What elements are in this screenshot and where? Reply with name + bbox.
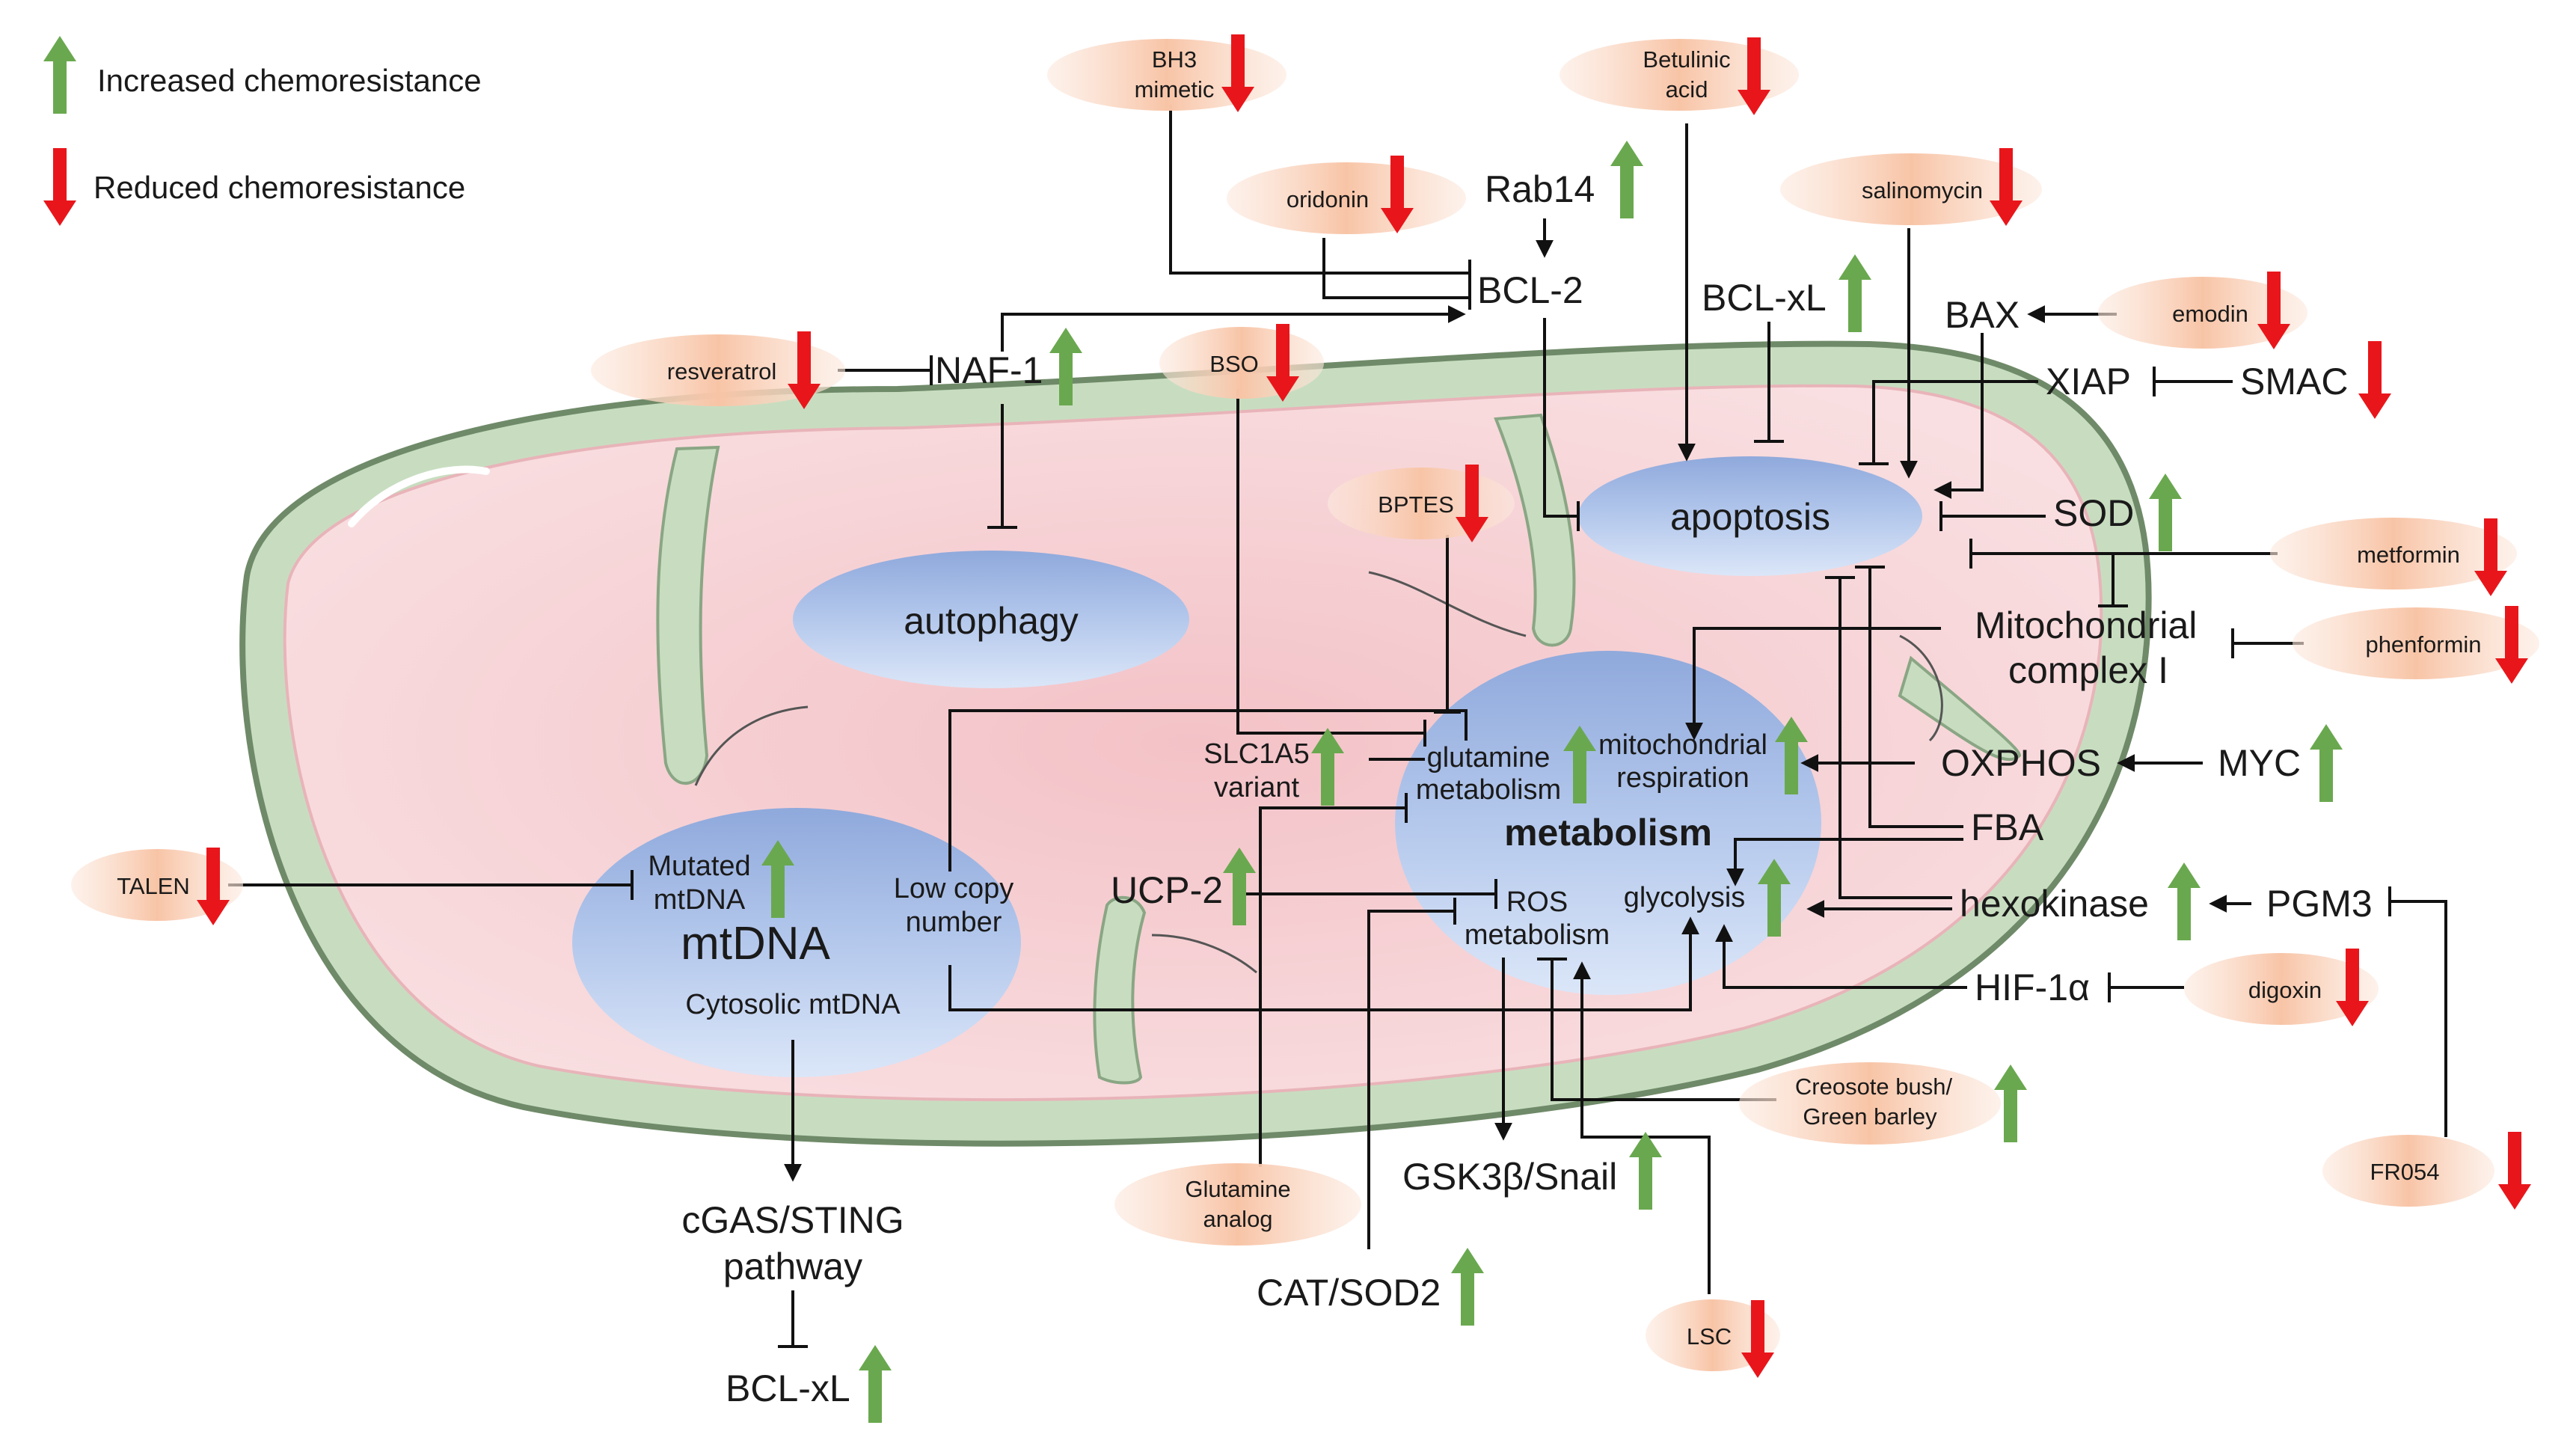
mito-respiration-label-2: respiration [1616, 762, 1749, 794]
fr054-label: FR054 [2370, 1159, 2439, 1185]
crista-1 [656, 445, 720, 785]
gsk3b-up-arrow [1629, 1132, 1662, 1210]
resveratrol-label: resveratrol [667, 358, 776, 385]
bh3-label-1: BH3 [1152, 46, 1197, 73]
mutated-mtdna-label-1: Mutated [648, 851, 750, 882]
crista-3 [1898, 655, 2022, 762]
crista-2 [1494, 413, 1576, 647]
bclxl-top-up-arrow [1839, 254, 1871, 332]
myc-label: MYC [2218, 742, 2301, 784]
metabolism-node [1395, 651, 1821, 995]
sod-up-arrow [2149, 474, 2182, 551]
legend-reduced-label: Reduced chemoresistance [93, 170, 465, 205]
complex1-label-1: Mitochondrial [1975, 604, 2197, 646]
crista-7 [694, 705, 809, 786]
hexokinase-label: hexokinase [1960, 883, 2149, 925]
crista-4 [1093, 895, 1147, 1085]
gsk3b-label: GSK3β/Snail [1402, 1156, 1617, 1198]
labels: Rab14 BCL-2 NAF-1 BCL-xL BAX XIAP SMAC S… [681, 141, 2391, 1423]
autophagy-node [793, 551, 1189, 688]
legend-down-arrow [43, 148, 76, 226]
mutated-mtdna-label-2: mtDNA [654, 884, 746, 916]
ros-label-1: ROS [1506, 886, 1568, 918]
bcl2-label: BCL-2 [1477, 269, 1583, 311]
apoptosis-label: apoptosis [1670, 496, 1830, 538]
crista-9 [1899, 634, 1943, 742]
xiap-label: XIAP [2046, 361, 2131, 402]
sod-label: SOD [2053, 492, 2134, 534]
phenformin-label: phenformin [2365, 631, 2481, 658]
bso-label: BSO [1209, 351, 1258, 377]
mtdna-node [572, 808, 1021, 1077]
talen-label: TALEN [117, 873, 190, 899]
lsc-label: LSC [1687, 1323, 1732, 1350]
crista-6 [1368, 571, 1527, 637]
rab14-up-arrow [1610, 141, 1643, 218]
smac-label: SMAC [2240, 361, 2348, 402]
glutamine-metabolism-label-2: metabolism [1416, 774, 1561, 806]
glycolysis-label: glycolysis [1624, 882, 1746, 913]
mtdna-label: mtDNA [681, 918, 830, 969]
crista-8 [1151, 934, 1257, 974]
oridonin-label: oridonin [1287, 186, 1369, 212]
betulinic-label-2: acid [1666, 76, 1708, 102]
cgas-label-2: pathway [723, 1246, 862, 1287]
hexokinase-up-arrow [2168, 863, 2201, 940]
digoxin-label: digoxin [2248, 977, 2322, 1003]
creosote-label-1: Creosote bush/ [1795, 1073, 1953, 1100]
glutamine-analog-label-2: analog [1203, 1206, 1272, 1232]
cat-sod2-up-arrow [1451, 1248, 1484, 1326]
slc1a5-label-2: variant [1214, 772, 1299, 803]
mito-respiration-label-1: mitochondrial [1598, 729, 1767, 761]
salinomycin-label: salinomycin [1862, 177, 1983, 203]
betulinic-label-1: Betulinic [1643, 46, 1730, 73]
bh3-label-2: mimetic [1135, 76, 1215, 102]
ros-label-2: metabolism [1465, 919, 1610, 951]
bclxl-top-label: BCL-xL [1702, 277, 1827, 319]
fr054-down-arrow [2498, 1132, 2531, 1210]
bclxl-bottom-up-arrow [859, 1345, 892, 1423]
cytosolic-label: Cytosolic mtDNA [685, 989, 901, 1020]
oxphos-label: OXPHOS [1941, 742, 2101, 784]
hif1a-label: HIF-1α [1975, 967, 2090, 1008]
autophagy-label: autophagy [904, 600, 1079, 642]
apoptosis-node [1578, 456, 1922, 576]
drug-pills: BH3 mimetic Betulinic acid oridonin sali… [71, 34, 2539, 1378]
emodin-label: emodin [2172, 301, 2248, 327]
naf1-label: NAF-1 [935, 349, 1043, 391]
metformin-label: metformin [2357, 542, 2460, 568]
bptes-label: BPTES [1378, 491, 1454, 518]
metabolism-label: metabolism [1504, 812, 1712, 854]
glutamine-metabolism-label-1: glutamine [1427, 742, 1551, 774]
complex1-label-2: complex I [2008, 649, 2168, 691]
low-copy-label-1: Low copy [894, 873, 1014, 904]
smac-down-arrow [2358, 341, 2391, 419]
glutamine-analog-label-1: Glutamine [1185, 1176, 1290, 1202]
pgm3-label: PGM3 [2266, 883, 2373, 925]
slc1a5-label-1: SLC1A5 [1203, 738, 1310, 770]
bclxl-bottom-label: BCL-xL [726, 1367, 850, 1409]
ucp2-label: UCP-2 [1111, 869, 1223, 911]
cat-sod2-label: CAT/SOD2 [1257, 1272, 1441, 1314]
cgas-label-1: cGAS/STING [681, 1199, 904, 1241]
bax-label: BAX [1945, 294, 2020, 336]
legend-up-arrow [43, 36, 76, 114]
connectors [228, 105, 2447, 1348]
creosote-label-2: Green barley [1803, 1103, 1937, 1130]
rab14-label: Rab14 [1485, 168, 1595, 210]
crista-5 [348, 465, 490, 527]
fba-label: FBA [1971, 806, 2044, 848]
low-copy-label-2: number [906, 907, 1002, 938]
legend-increased-label: Increased chemoresistance [97, 63, 482, 98]
myc-up-arrow [2310, 724, 2343, 802]
